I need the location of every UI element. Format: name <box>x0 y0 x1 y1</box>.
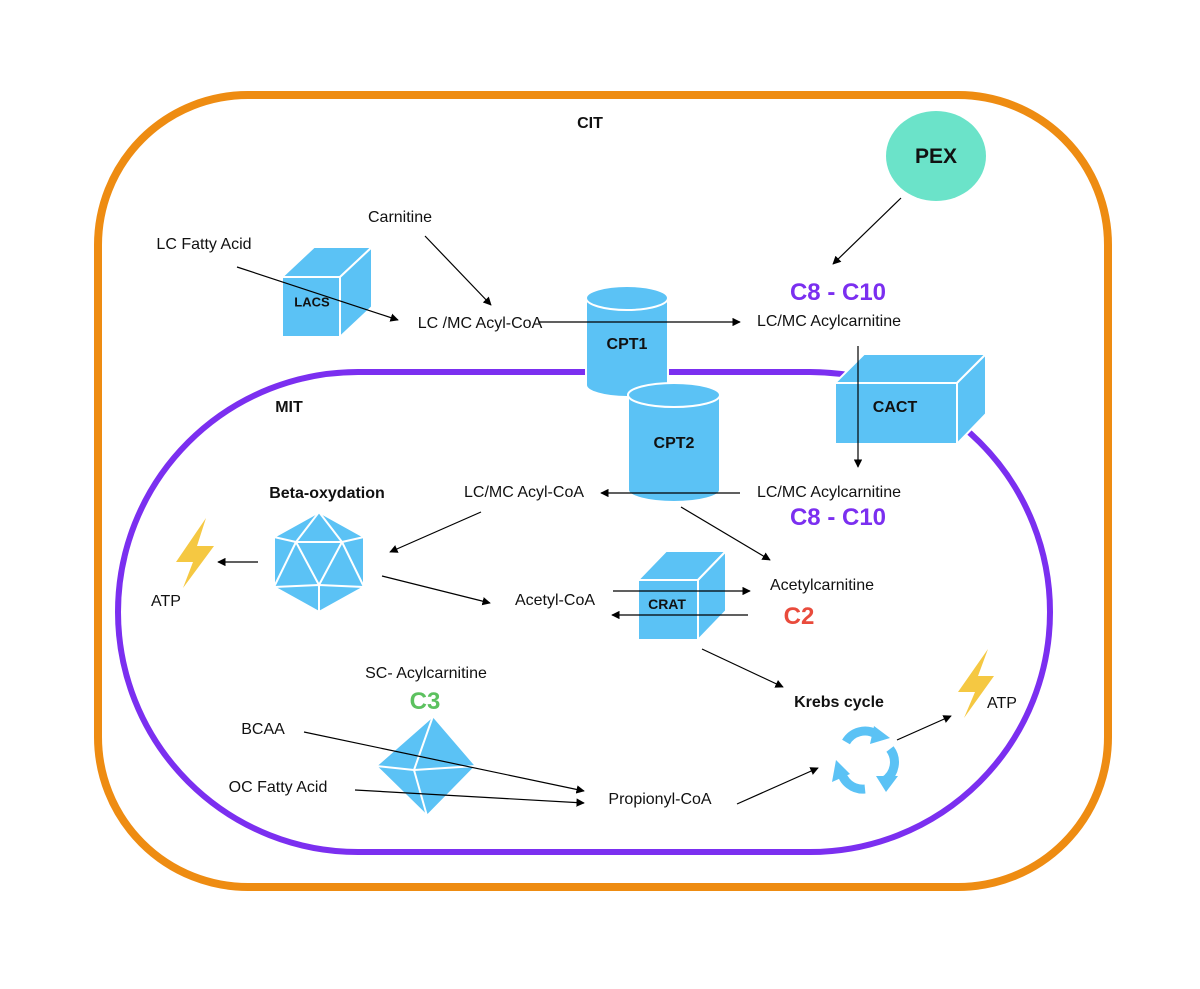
cact-label: CACT <box>872 399 918 416</box>
mitochondria-membrane <box>115 369 1053 855</box>
crat-label: CRAT <box>648 596 686 612</box>
c2-code: C2 <box>783 603 815 630</box>
atp-right-label: ATP <box>987 695 1017 712</box>
lacs-label: LACS <box>294 294 330 310</box>
acyl-coa-mito-label: LC/MC Acyl-CoA <box>463 484 585 501</box>
arrow-fatty-acid-to-acyl-coa <box>236 266 399 322</box>
cpt2-cylinder <box>627 382 721 503</box>
icosahedron-shape <box>273 511 365 613</box>
cact-box <box>834 353 987 445</box>
peroxisome-label: PEX <box>914 145 958 168</box>
reaction-arrows <box>217 197 952 807</box>
lightning-right-icon <box>958 649 994 718</box>
c3-code: C3 <box>409 688 441 715</box>
oc-fatty-acid-label: OC Fatty Acid <box>228 779 328 796</box>
cpt1-label: CPT1 <box>606 336 648 353</box>
acetyl-coa-label: Acetyl-CoA <box>514 592 596 609</box>
cytosol-membrane <box>94 91 1112 891</box>
krebs-cycle-arrowheads <box>832 726 898 792</box>
lacs-cube <box>281 246 373 338</box>
acylcarnitine-mito-label: LC/MC Acylcarnitine <box>756 484 902 501</box>
arrow-acyl-coa-to-beta <box>389 511 482 553</box>
propionyl-coa-label: Propionyl-CoA <box>608 791 712 808</box>
arrow-propionyl-to-krebs <box>736 767 819 805</box>
arrow-oc-fatty-acid-to-propionyl <box>354 789 585 807</box>
acyl-coa-cytosol-label: LC /MC Acyl-CoA <box>417 315 543 332</box>
atp-left-label: ATP <box>151 593 181 610</box>
arrow-pex-to-c8c10 <box>832 197 902 265</box>
lc-fatty-acid-label: LC Fatty Acid <box>156 236 252 253</box>
acylcarnitine-cytosol-label: LC/MC Acylcarnitine <box>756 313 902 330</box>
peroxisome-circle <box>886 111 986 201</box>
arrow-carnitine-to-acyl-coa <box>424 235 492 306</box>
bcaa-label: BCAA <box>241 721 285 738</box>
arrow-beta-to-acetyl-coa <box>381 575 491 606</box>
arrow-krebs-to-atp <box>896 715 952 741</box>
lightning-left-icon <box>176 518 214 588</box>
arrow-bcaa-to-propionyl <box>303 731 585 794</box>
sc-acylcarnitine-label: SC- Acylcarnitine <box>365 665 487 682</box>
arrow-crat-to-krebs <box>701 648 784 688</box>
mitochondria-label: MIT <box>275 399 303 416</box>
krebs-cycle-label: Krebs cycle <box>794 694 884 711</box>
octahedron-shape <box>375 715 477 817</box>
carnitine-label: Carnitine <box>367 209 433 226</box>
arrow-cpt2-to-acetylcarnitine <box>680 506 771 561</box>
c8-c10-mito-code: C8 - C10 <box>789 504 887 531</box>
acetylcarnitine-label: Acetylcarnitine <box>769 577 875 594</box>
cytosol-label: CIT <box>577 115 603 132</box>
beta-oxidation-label: Beta-oxydation <box>269 485 385 502</box>
c8-c10-cytosol-code: C8 - C10 <box>789 279 887 306</box>
crat-cube <box>637 550 727 641</box>
cpt2-label: CPT2 <box>653 435 695 452</box>
